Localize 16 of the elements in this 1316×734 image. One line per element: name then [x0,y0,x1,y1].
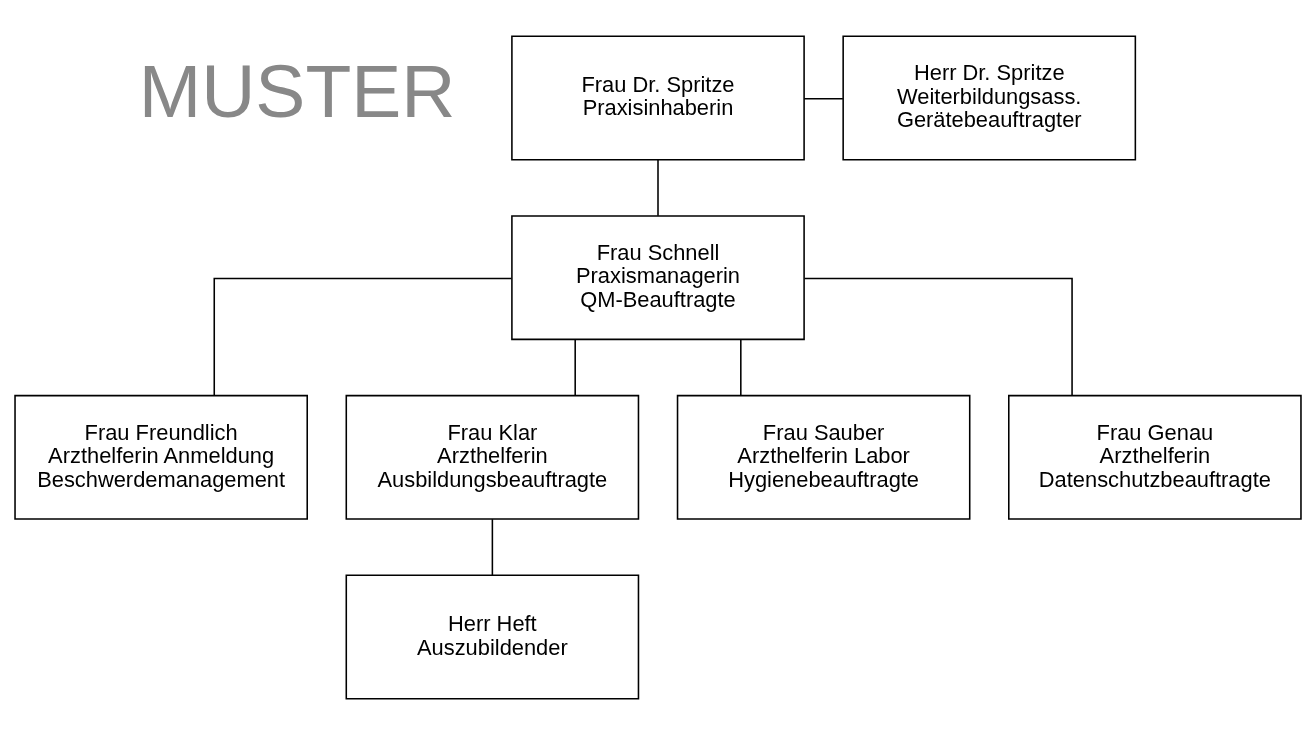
connector [491,517,494,576]
connector [657,158,659,216]
connector [803,97,844,100]
node-box: Frau Schnell Praxismanagerin QM-Beauftragte [511,214,805,340]
connector [803,277,1073,396]
connector [740,338,742,396]
node-box: Frau Freundlich Arzthelferin Anmeldung Beschwerdemanagement [14,394,308,520]
node-box: Herr Heft Auszubildender [345,574,640,700]
connector [574,338,576,396]
node-box: Herr Dr. Spritze Weiterbildungsass. Gerätebeauftragter [842,34,1137,160]
connector [213,277,513,396]
node-box: Frau Dr. Spritze Praxisinhaberin [511,34,805,160]
label: MUSTER [138,48,456,133]
node-box: Frau Genau Arzthelferin Datenschutzbeauftragte [1008,394,1302,520]
node-box: Frau Sauber Arzthelferin Labor Hygienebeauftragte [676,394,971,520]
node-box: Frau Klar Arzthelferin Ausbildungsbeauftragte [345,394,640,520]
